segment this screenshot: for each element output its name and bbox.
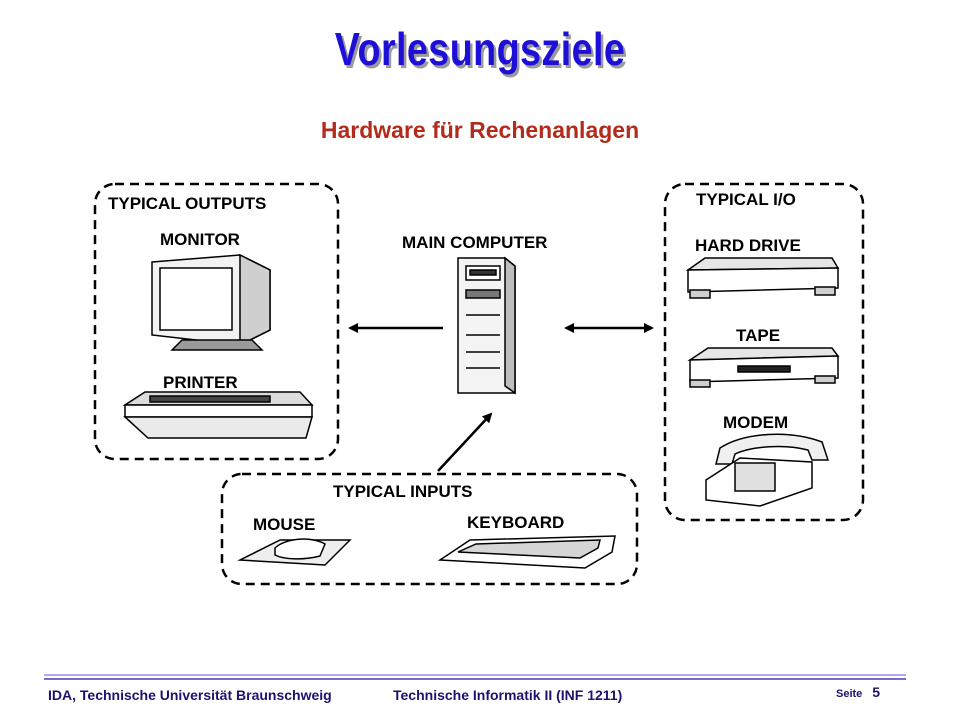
mouse-icon xyxy=(237,538,352,566)
main-computer-heading: MAIN COMPUTER xyxy=(402,233,547,252)
printer-icon xyxy=(122,391,314,439)
inputs-to-main-arrow xyxy=(437,412,493,472)
outputs-box xyxy=(93,182,340,461)
page-label: Seite xyxy=(836,688,863,700)
slide-title: Vorlesungsziele xyxy=(334,23,626,75)
io-heading: TYPICAL I/O xyxy=(696,190,796,209)
printer-label: PRINTER xyxy=(163,373,238,392)
hard-drive-label: HARD DRIVE xyxy=(695,236,801,255)
page-number: 5 xyxy=(872,684,881,700)
footer-rule-light xyxy=(44,674,906,676)
main-computer-icon xyxy=(457,256,516,395)
keyboard-label: KEYBOARD xyxy=(467,513,564,532)
inputs-box xyxy=(220,472,639,586)
slide-subtitle: Hardware für Rechenanlagen xyxy=(320,117,640,143)
outputs-heading: TYPICAL OUTPUTS xyxy=(108,194,266,213)
modem-icon xyxy=(705,433,830,507)
tape-label: TAPE xyxy=(736,326,780,345)
monitor-label: MONITOR xyxy=(160,230,240,249)
footer-rule-dark xyxy=(44,678,906,680)
mouse-label: MOUSE xyxy=(253,515,315,534)
footer-institution: IDA, Technische Universität Braunschweig xyxy=(48,687,332,703)
monitor-icon xyxy=(151,253,271,351)
modem-label: MODEM xyxy=(723,413,788,432)
footer-page: Seite 5 xyxy=(836,684,880,700)
footer-course: Technische Informatik II (INF 1211) xyxy=(393,687,623,703)
tape-icon xyxy=(687,347,840,388)
io-box xyxy=(663,182,865,522)
hard-drive-icon xyxy=(685,257,840,299)
inputs-heading: TYPICAL INPUTS xyxy=(333,482,472,501)
keyboard-icon xyxy=(437,535,616,569)
